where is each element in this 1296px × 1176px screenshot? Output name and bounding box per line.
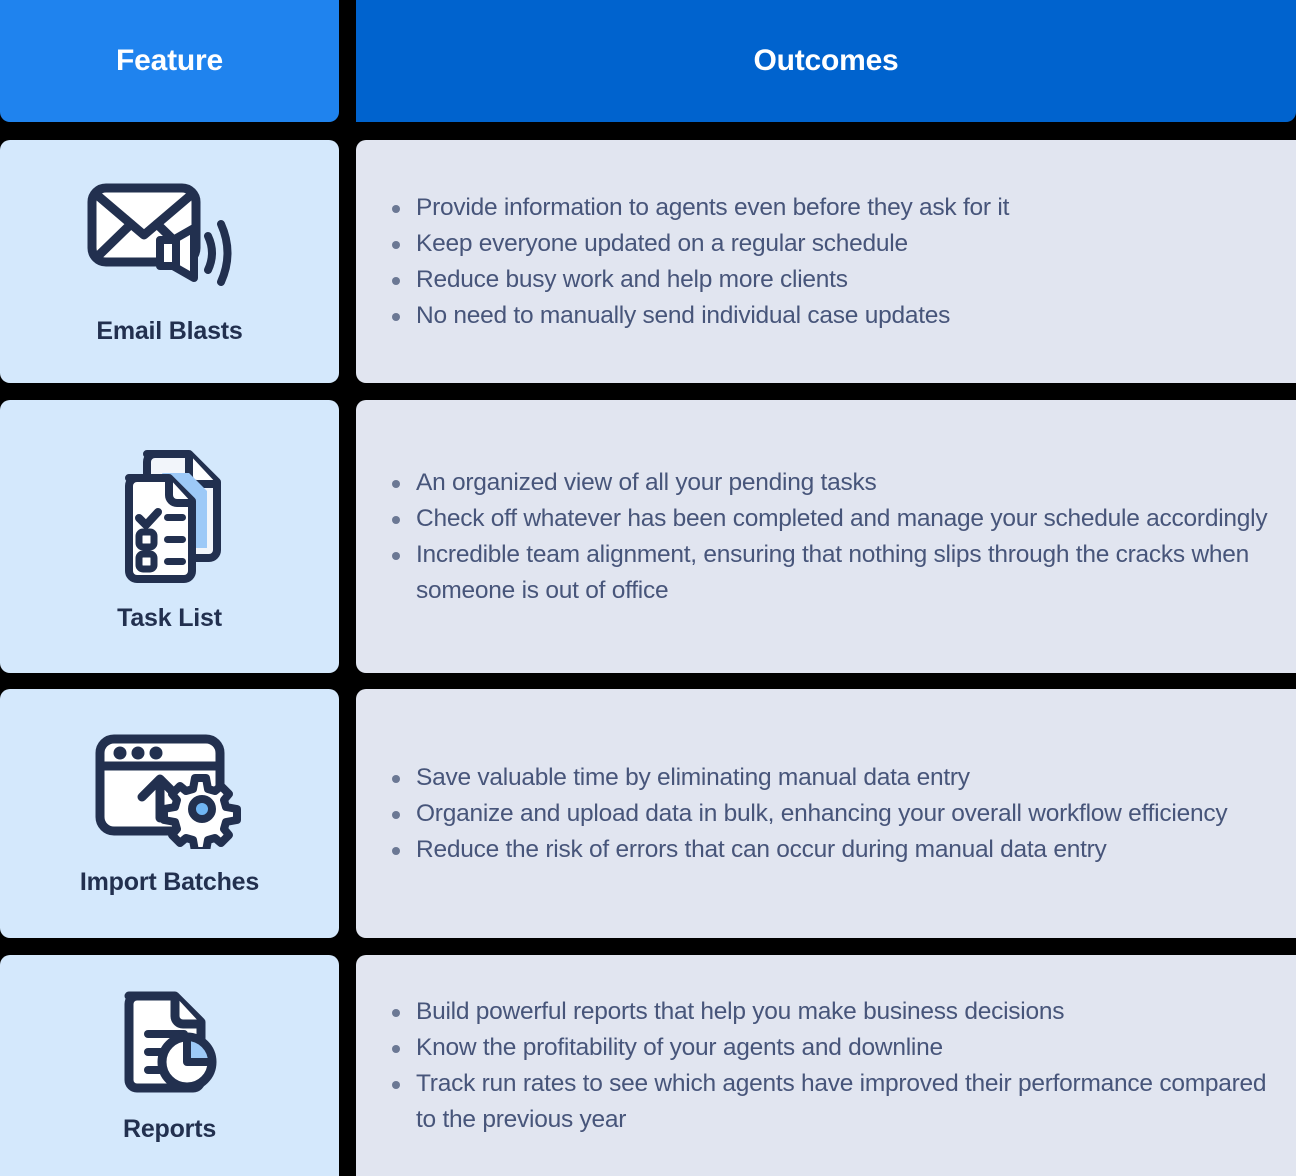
outcomes-cell-import-batches: Save valuable time by eliminating manual… [356, 689, 1296, 938]
list-item: Provide information to agents even befor… [386, 190, 1268, 226]
header-cell-feature: Feature [0, 0, 339, 122]
document-pie-chart-icon [115, 988, 225, 1101]
feature-label: Reports [122, 1114, 217, 1143]
header-label-feature: Feature [116, 44, 223, 77]
feature-cell-reports: Reports [0, 955, 339, 1176]
feature-label: Email Blasts [96, 316, 243, 345]
browser-upload-gear-icon [92, 731, 247, 855]
list-item: No need to manually send individual case… [386, 298, 1268, 334]
outcomes-list: Save valuable time by eliminating manual… [386, 760, 1268, 868]
list-item: Organize and upload data in bulk, enhanc… [386, 796, 1268, 832]
list-item: An organized view of all your pending ta… [386, 465, 1268, 501]
header-cell-outcomes: Outcomes [356, 0, 1296, 122]
feature-cell-import-batches: Import Batches [0, 689, 339, 938]
list-item: Reduce busy work and help more clients [386, 262, 1268, 298]
feature-cell-task-list: Task List [0, 400, 339, 673]
outcomes-cell-reports: Build powerful reports that help you mak… [356, 955, 1296, 1176]
list-item: Track run rates to see which agents have… [386, 1066, 1268, 1138]
outcomes-cell-task-list: An organized view of all your pending ta… [356, 400, 1296, 673]
outcomes-cell-email-blasts: Provide information to agents even befor… [356, 140, 1296, 383]
outcomes-list: Build powerful reports that help you mak… [386, 994, 1268, 1138]
list-item: Build powerful reports that help you mak… [386, 994, 1268, 1030]
feature-cell-email-blasts: Email Blasts [0, 140, 339, 383]
list-item: Reduce the risk of errors that can occur… [386, 832, 1268, 868]
list-item: Check off whatever has been completed an… [386, 501, 1268, 537]
outcomes-list: Provide information to agents even befor… [386, 190, 1268, 334]
list-item: Save valuable time by eliminating manual… [386, 760, 1268, 796]
outcomes-list: An organized view of all your pending ta… [386, 465, 1268, 609]
list-item: Keep everyone updated on a regular sched… [386, 226, 1268, 262]
checklist-documents-icon [107, 440, 232, 590]
feature-label: Import Batches [79, 867, 260, 896]
header-label-outcomes: Outcomes [753, 44, 899, 77]
feature-label: Task List [117, 604, 222, 632]
envelope-megaphone-icon [84, 178, 256, 303]
list-item: Know the profitability of your agents an… [386, 1030, 1268, 1066]
list-item: Incredible team alignment, ensuring that… [386, 537, 1268, 609]
